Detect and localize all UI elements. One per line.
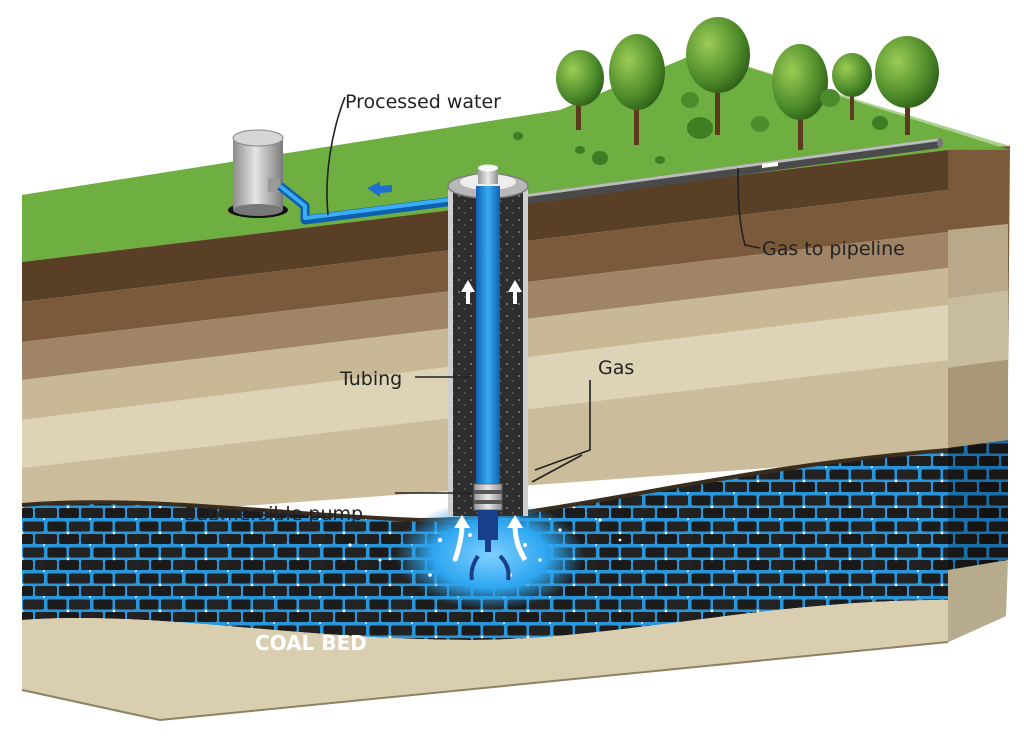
block-side-face	[948, 146, 1010, 642]
tubing	[476, 186, 500, 486]
leader-lines	[326, 96, 761, 494]
processed-water-pipe	[277, 182, 463, 225]
trees	[513, 17, 939, 165]
tree	[556, 50, 604, 130]
tree	[609, 34, 665, 145]
storage-tank	[228, 129, 288, 218]
label-gas-to-pipeline: Gas to pipeline	[762, 238, 905, 260]
submersible-pump	[473, 483, 503, 540]
tree	[686, 17, 750, 135]
gas-pipeline	[512, 138, 943, 206]
tree	[772, 44, 828, 150]
tree	[875, 36, 939, 135]
flow-arrow-left	[367, 182, 392, 197]
label-gas: Gas	[598, 357, 634, 379]
tree	[832, 53, 872, 120]
water-pool	[395, 500, 585, 610]
label-coal-bed: COAL BED	[255, 631, 367, 655]
label-tubing: Tubing	[339, 368, 402, 390]
label-submersible-pump: Submersible pump	[184, 503, 363, 525]
inflow-arrows	[452, 515, 528, 581]
upflow-arrows	[461, 280, 522, 304]
label-processed-water: Processed water	[345, 91, 501, 113]
lower-stratum	[22, 600, 948, 720]
